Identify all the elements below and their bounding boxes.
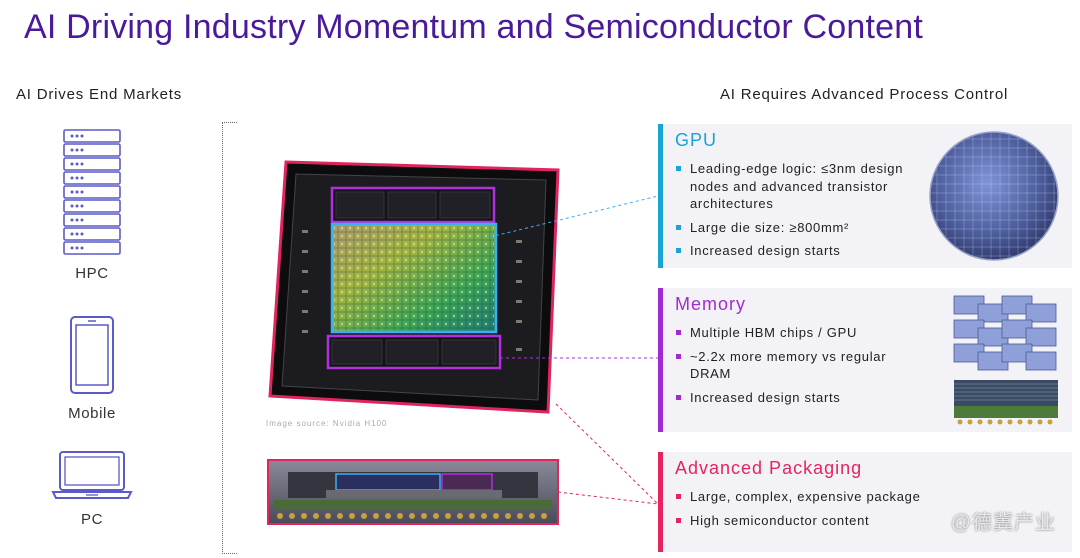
list-item: Leading-edge logic: ≤3nm design nodes an…: [676, 160, 916, 213]
package-cross-section-image: [267, 459, 559, 525]
watermark: @德冀产业: [950, 512, 1056, 534]
list-item: Increased design starts: [676, 389, 916, 407]
list-item: Increased design starts: [676, 242, 916, 260]
list-item: Large die size: ≥800mm²: [676, 219, 916, 237]
right-heading: AI Requires Advanced Process Control: [720, 86, 1009, 103]
list-item: ~2.2x more memory vs regular DRAM: [676, 348, 916, 383]
image-caption: Image source: Nvidia H100: [266, 419, 388, 428]
server-rack-icon: [63, 129, 121, 255]
bracket-divider: [222, 122, 237, 554]
market-mobile: Mobile: [32, 314, 152, 422]
market-label-mobile: Mobile: [68, 405, 116, 422]
hbm-stack-image: [953, 295, 1058, 425]
memory-panel-title: Memory: [675, 294, 747, 314]
laptop-icon: [51, 451, 133, 499]
list-item: Multiple HBM chips / GPU: [676, 324, 916, 342]
market-label-pc: PC: [80, 511, 104, 528]
packaging-panel: Advanced Packaging Large, complex, expen…: [658, 452, 1072, 552]
gpu-panel: GPU Leading-edge logic: ≤3nm design node…: [658, 124, 1072, 268]
list-item: Large, complex, expensive package: [676, 488, 976, 506]
packaging-panel-accent: [658, 452, 663, 552]
page-title: AI Driving Industry Momentum and Semicon…: [24, 8, 923, 46]
smartphone-icon: [70, 316, 114, 394]
list-item: High semiconductor content: [676, 512, 976, 530]
wafer-image: [929, 131, 1059, 261]
gpu-chip-image: [268, 160, 560, 414]
market-pc: PC: [32, 448, 152, 528]
market-label-hpc: HPC: [75, 265, 109, 282]
memory-panel: Memory Multiple HBM chips / GPU ~2.2x mo…: [658, 288, 1072, 432]
gpu-panel-accent: [658, 124, 663, 268]
memory-panel-accent: [658, 288, 663, 432]
gpu-bullet-list: Leading-edge logic: ≤3nm design nodes an…: [676, 160, 916, 266]
gpu-panel-title: GPU: [675, 130, 718, 150]
memory-bullet-list: Multiple HBM chips / GPU ~2.2x more memo…: [676, 324, 916, 412]
packaging-bullet-list: Large, complex, expensive package High s…: [676, 488, 976, 535]
packaging-panel-title: Advanced Packaging: [675, 458, 863, 478]
market-hpc: HPC: [32, 128, 152, 282]
left-heading: AI Drives End Markets: [16, 86, 183, 103]
